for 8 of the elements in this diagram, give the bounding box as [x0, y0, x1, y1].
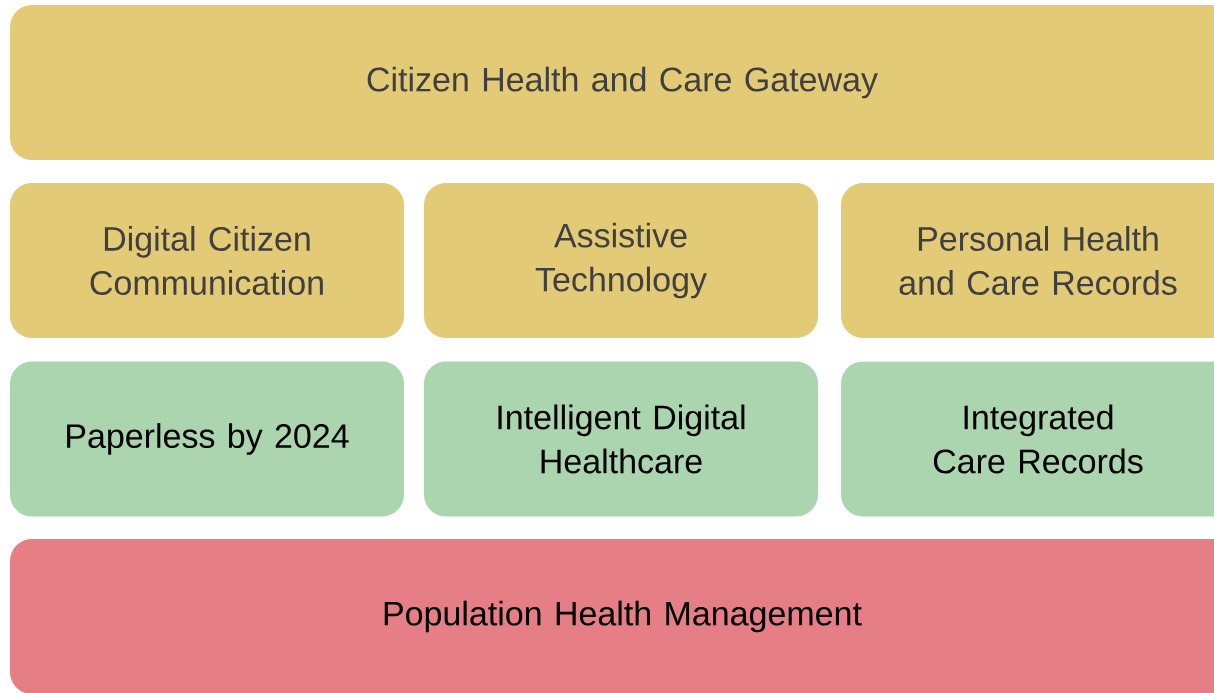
topic-box: Digital Citizen Communication — [10, 183, 404, 338]
topic-box: Paperless by 2024 — [10, 361, 404, 517]
topic-box: Assistive Technology — [424, 183, 818, 338]
banner-box: Citizen Health and Care Gateway — [10, 5, 1214, 160]
banner-box: Population Health Management — [10, 539, 1214, 693]
topic-box: Intelligent Digital Healthcare — [424, 361, 818, 517]
topic-box: Integrated Care Records — [841, 361, 1214, 517]
topic-box: Personal Health and Care Records — [841, 183, 1214, 338]
